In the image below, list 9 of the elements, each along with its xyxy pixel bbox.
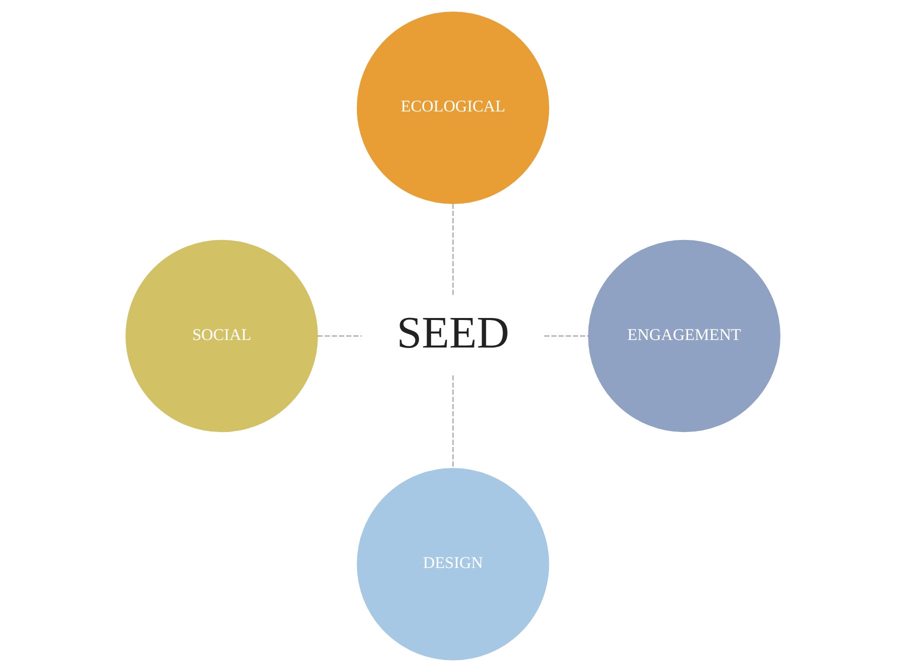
- connector: [452, 204, 454, 297]
- node-circle: DESIGN: [356, 468, 550, 660]
- connector: [318, 335, 362, 337]
- connector: [452, 375, 454, 468]
- connector: [544, 335, 589, 337]
- node-circle: ECOLOGICAL: [356, 12, 550, 204]
- node-circle: SOCIAL: [126, 240, 318, 432]
- node-circle: ENGAGEMENT: [588, 240, 780, 432]
- node-text: SEED: [396, 307, 510, 358]
